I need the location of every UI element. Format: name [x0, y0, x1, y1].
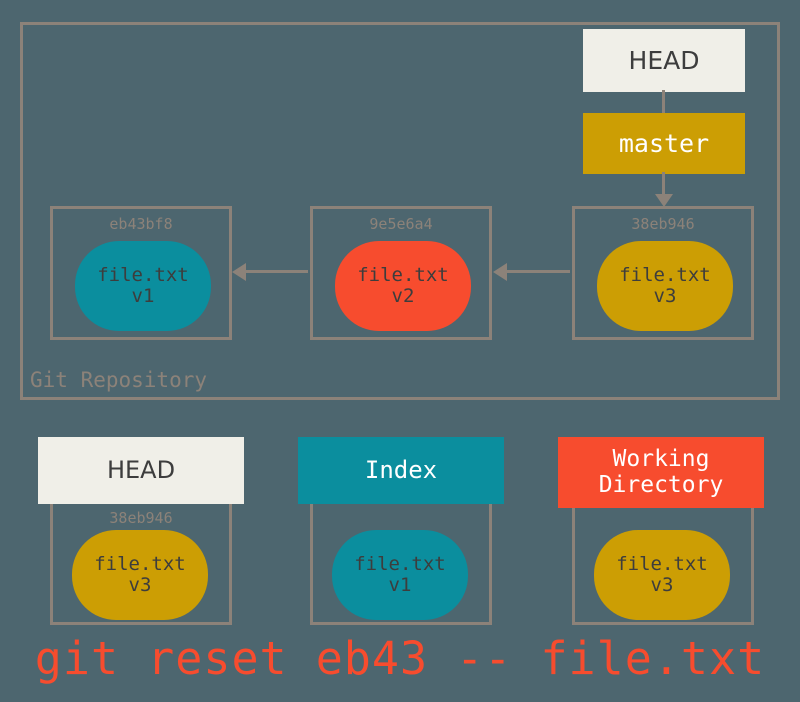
master-branch-box: master — [583, 113, 745, 174]
area-title-index: Index — [298, 437, 504, 504]
area-blob-working-directory: file.txt v3 — [594, 530, 730, 620]
area-title-head: HEAD — [38, 437, 244, 504]
commit-link-line-2-to-1 — [244, 270, 308, 273]
head-pointer-label: HEAD — [628, 46, 700, 75]
head-pointer-box: HEAD — [583, 29, 745, 92]
blob-filename: file.txt — [97, 263, 189, 286]
commit-blob-v2: file.txt v2 — [335, 241, 471, 331]
area-blob-head: file.txt v3 — [72, 530, 208, 620]
blob-filename: file.txt — [94, 552, 186, 575]
blob-version: v3 — [653, 285, 677, 307]
area-title-label: HEAD — [106, 456, 176, 485]
area-title-working-directory: Working Directory — [558, 437, 764, 508]
git-repository-label: Git Repository — [30, 368, 208, 392]
blob-filename: file.txt — [354, 552, 446, 575]
git-repository-container — [20, 22, 780, 400]
arrow-left-icon — [493, 263, 507, 281]
blob-version: v2 — [391, 285, 415, 307]
command-caption: git reset eb43 -- file.txt — [34, 632, 766, 685]
blob-version: v3 — [128, 574, 152, 596]
commit-sha-label: 38eb946 — [631, 215, 695, 233]
arrow-down-icon — [655, 194, 673, 207]
commit-blob-v3: file.txt v3 — [597, 241, 733, 331]
head-to-master-connector — [662, 90, 665, 115]
area-title-label-line1: Working — [612, 445, 710, 472]
blob-version: v1 — [388, 574, 412, 596]
area-title-label: Index — [364, 456, 438, 485]
blob-filename: file.txt — [616, 552, 708, 575]
blob-filename: file.txt — [357, 263, 449, 286]
area-blob-index: file.txt v1 — [332, 530, 468, 620]
commit-box-9e5e6a4: 9e5e6a4 file.txt v2 — [310, 206, 492, 340]
commit-blob-v1: file.txt v1 — [75, 241, 211, 331]
commit-box-eb43bf8: eb43bf8 file.txt v1 — [50, 206, 232, 340]
blob-version: v1 — [131, 285, 155, 307]
master-branch-label: master — [618, 129, 710, 158]
blob-version: v3 — [650, 574, 674, 596]
arrow-left-icon — [232, 263, 246, 281]
commit-sha-label: 9e5e6a4 — [369, 215, 433, 233]
commit-link-line-3-to-2 — [505, 270, 570, 273]
area-sha-label: 38eb946 — [109, 509, 173, 527]
commit-box-38eb946: 38eb946 file.txt v3 — [572, 206, 754, 340]
commit-sha-label: eb43bf8 — [109, 215, 173, 233]
area-title-label-line2: Directory — [598, 471, 724, 498]
master-to-commit-connector — [662, 172, 665, 200]
blob-filename: file.txt — [619, 263, 711, 286]
